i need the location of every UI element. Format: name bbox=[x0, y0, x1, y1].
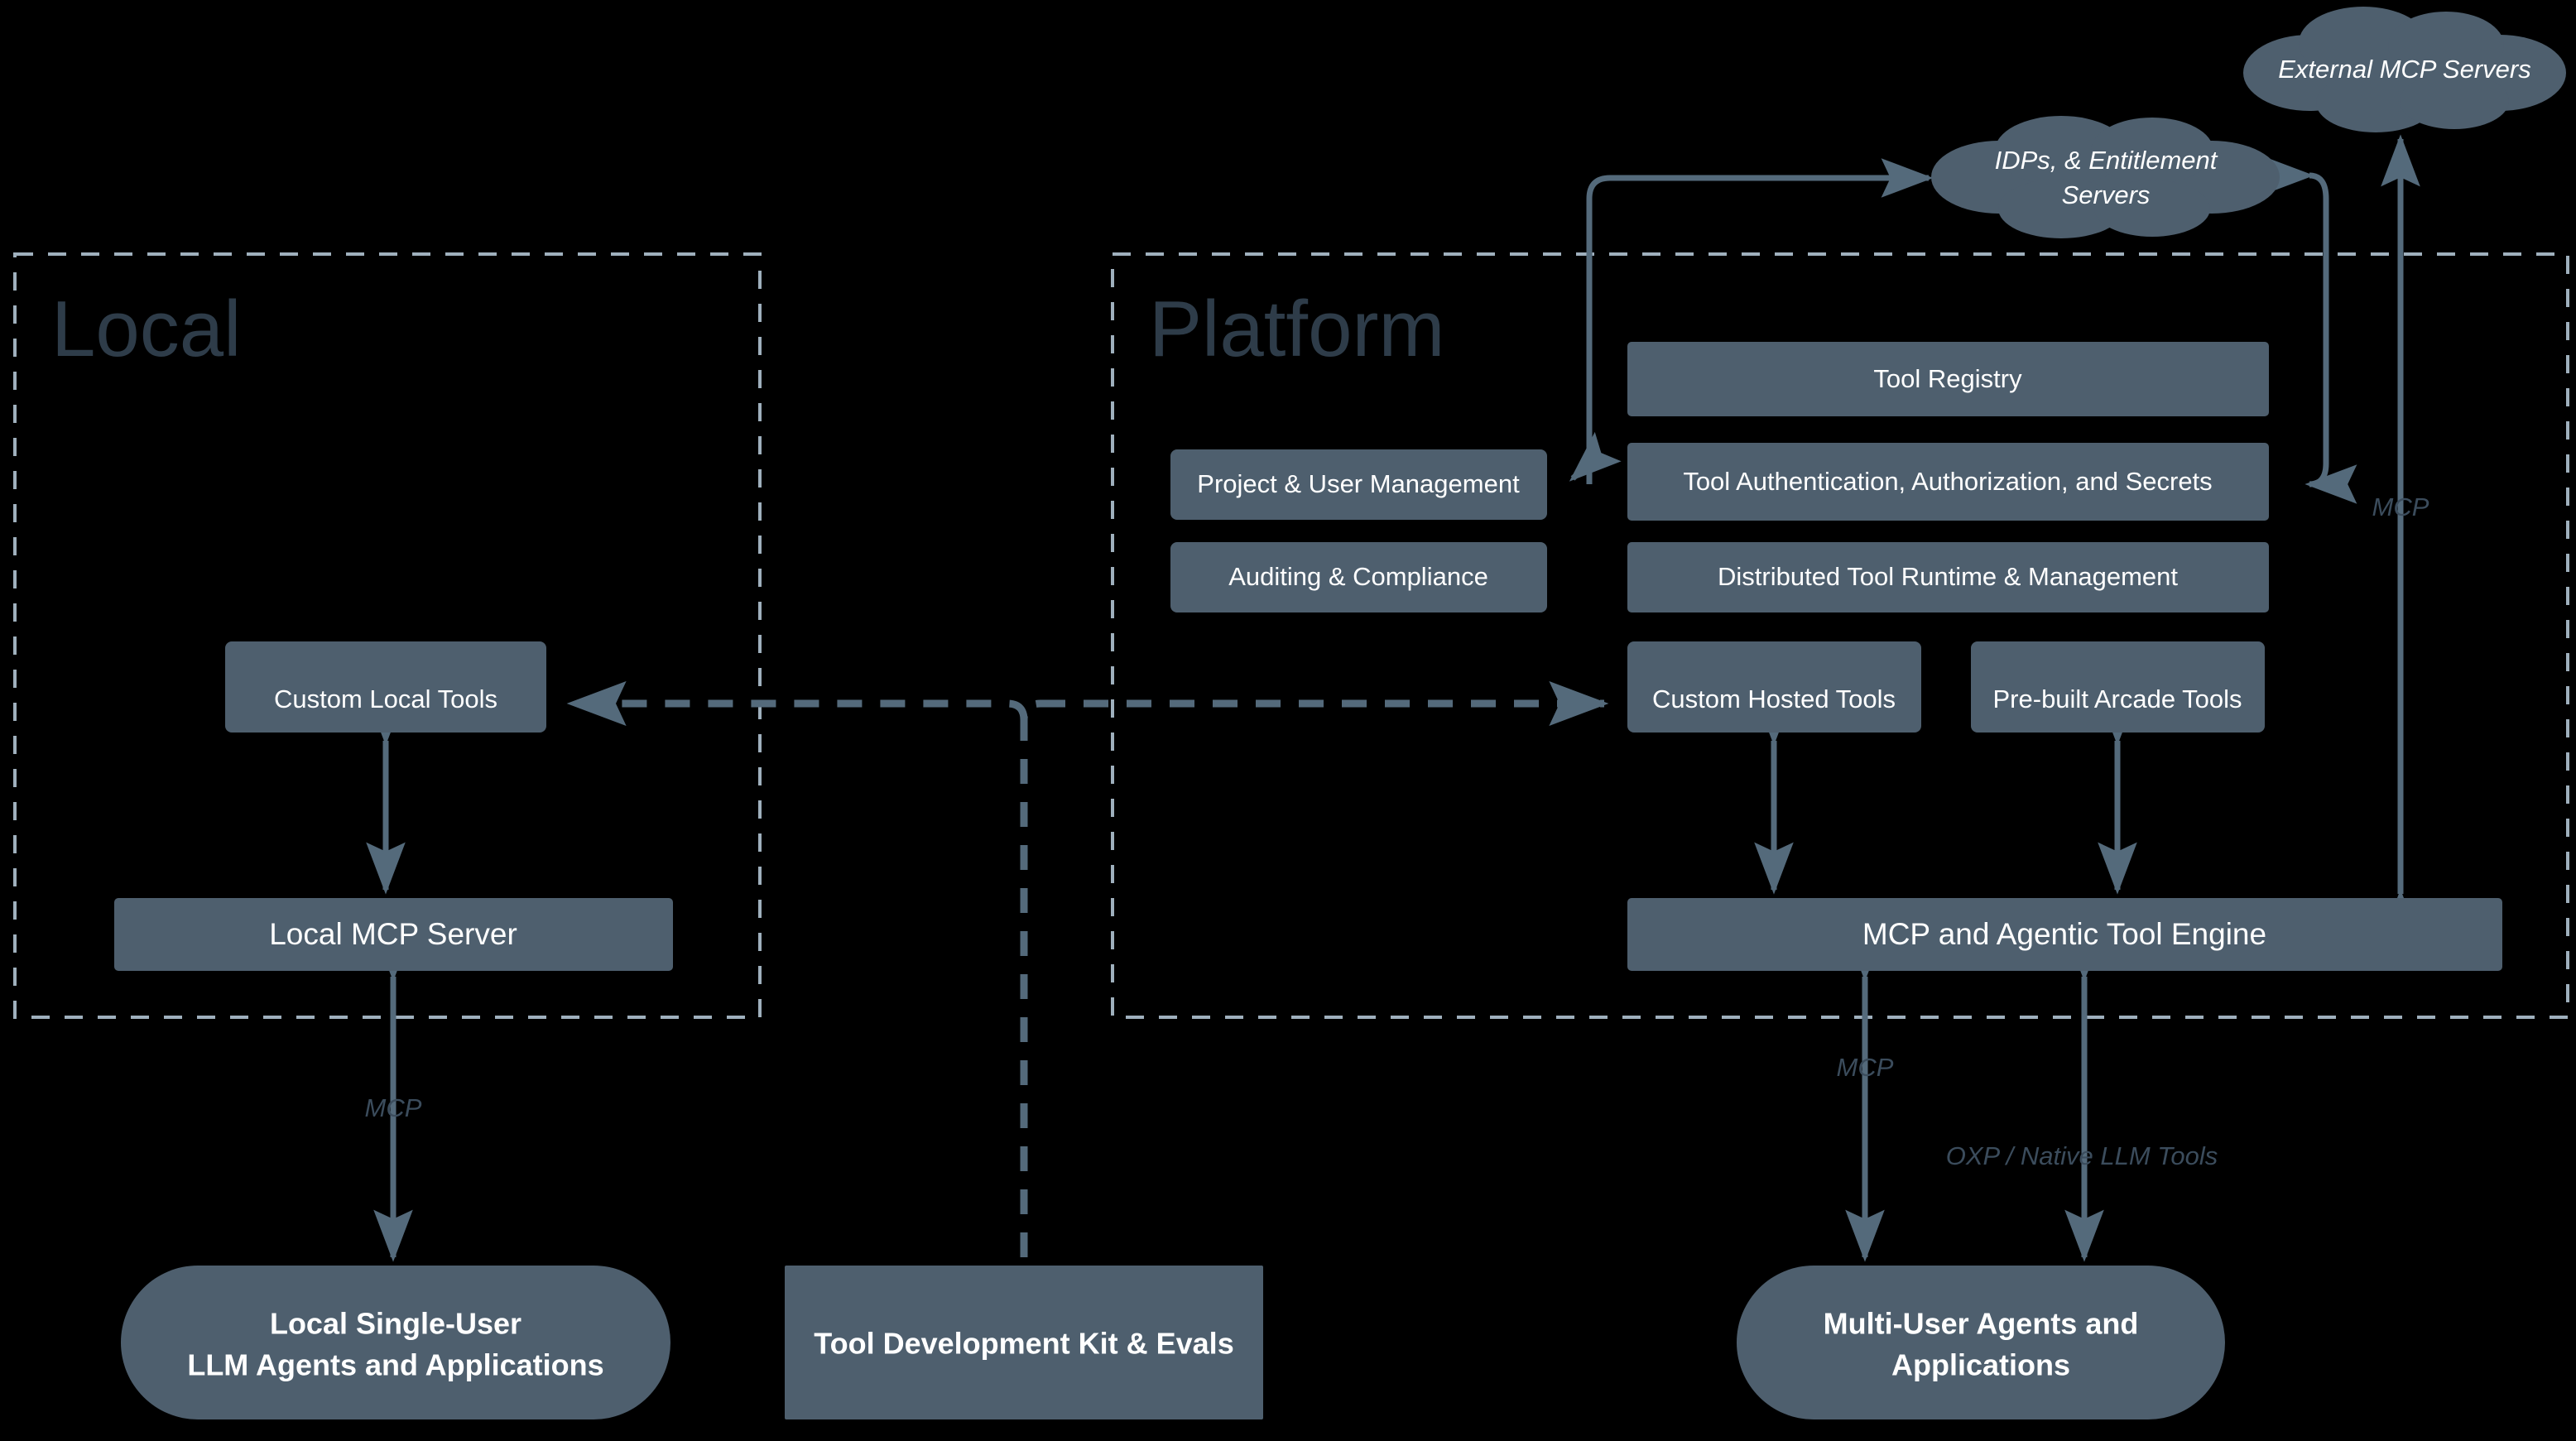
node-auditing-compliance-label: Auditing & Compliance bbox=[1228, 562, 1488, 591]
node-local-mcp-server[interactable]: Local MCP Server bbox=[114, 898, 673, 971]
cloud-idps-label-line1: IDPs, & Entitlement bbox=[1995, 146, 2218, 175]
edge-label-mcp-platform: MCP bbox=[1837, 1053, 1894, 1082]
node-project-user-management[interactable]: Project & User Management bbox=[1170, 449, 1547, 520]
node-mcp-agentic-tool-engine-label: MCP and Agentic Tool Engine bbox=[1862, 917, 2266, 951]
zone-platform-title: Platform bbox=[1149, 285, 1444, 373]
node-multi-user-agents-line1: Multi-User Agents and bbox=[1824, 1307, 2139, 1341]
node-multi-user-agents-line2: Applications bbox=[1891, 1348, 2070, 1382]
node-tool-authentication[interactable]: Tool Authentication, Authorization, and … bbox=[1627, 443, 2269, 521]
node-tool-development-kit-label: Tool Development Kit & Evals bbox=[814, 1327, 1233, 1361]
zone-local-title: Local bbox=[51, 285, 242, 373]
node-distributed-tool-runtime[interactable]: Distributed Tool Runtime & Management bbox=[1627, 542, 2269, 612]
edge-pum-to-idps bbox=[1569, 158, 1934, 484]
node-mcp-agentic-tool-engine[interactable]: MCP and Agentic Tool Engine bbox=[1627, 898, 2502, 971]
edge-label-mcp-local: MCP bbox=[365, 1093, 422, 1122]
edge-idps-to-tool-auth bbox=[2261, 156, 2357, 504]
node-pre-built-arcade-tools-label: Pre-built Arcade Tools bbox=[1993, 684, 2242, 713]
node-local-single-user-agents-line2: LLM Agents and Applications bbox=[187, 1348, 603, 1382]
node-tool-registry-label: Tool Registry bbox=[1873, 364, 2022, 393]
node-custom-hosted-tools-label: Custom Hosted Tools bbox=[1652, 684, 1896, 713]
cloud-external-mcp-servers: External MCP Servers bbox=[2243, 7, 2566, 132]
node-pre-built-arcade-tools[interactable]: Pre-built Arcade Tools bbox=[1971, 641, 2265, 733]
node-local-mcp-server-label: Local MCP Server bbox=[269, 917, 517, 951]
node-tool-registry[interactable]: Tool Registry bbox=[1627, 342, 2269, 416]
node-tool-authentication-label: Tool Authentication, Authorization, and … bbox=[1683, 467, 2212, 496]
edge-label-oxp-native-llm-tools: OXP / Native LLM Tools bbox=[1946, 1141, 2218, 1170]
node-auditing-compliance[interactable]: Auditing & Compliance bbox=[1170, 542, 1547, 612]
edge-label-group: MCP MCP OXP / Native LLM Tools MCP bbox=[365, 492, 2429, 1170]
node-project-user-management-label: Project & User Management bbox=[1197, 469, 1520, 498]
node-custom-local-tools-label: Custom Local Tools bbox=[274, 684, 497, 713]
node-local-single-user-agents-line1: Local Single-User bbox=[270, 1307, 521, 1341]
node-custom-local-tools[interactable]: Custom Local Tools bbox=[225, 641, 546, 733]
node-tool-development-kit[interactable]: Tool Development Kit & Evals bbox=[785, 1266, 1263, 1419]
cloud-idps-label-line2: Servers bbox=[2062, 180, 2151, 209]
edge-label-mcp-external: MCP bbox=[2372, 492, 2429, 521]
zone-platform: Platform bbox=[1111, 252, 2569, 1019]
cloud-idps-entitlement-servers: IDPs, & Entitlement Servers bbox=[1931, 116, 2280, 238]
node-local-single-user-agents[interactable]: Local Single-User LLM Agents and Applica… bbox=[121, 1266, 670, 1419]
edge-tdk-bus bbox=[566, 681, 1609, 1257]
zone-local: Local bbox=[13, 252, 762, 1019]
node-custom-hosted-tools[interactable]: Custom Hosted Tools bbox=[1627, 641, 1921, 733]
node-distributed-tool-runtime-label: Distributed Tool Runtime & Management bbox=[1718, 562, 2178, 591]
node-multi-user-agents[interactable]: Multi-User Agents and Applications bbox=[1737, 1266, 2225, 1419]
cloud-external-mcp-servers-label: External MCP Servers bbox=[2278, 55, 2531, 84]
